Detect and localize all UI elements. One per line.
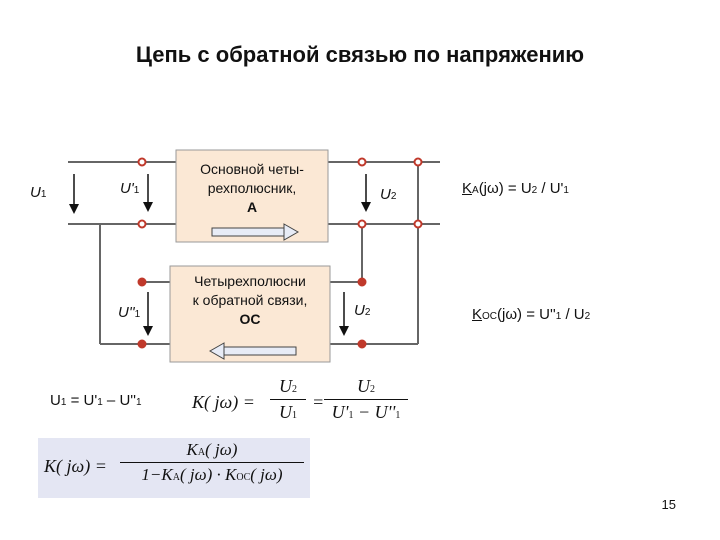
node-main-out-top [357,157,367,167]
label-u1: U1 [30,184,47,201]
slide-title: Цепь с обратной связью по напряжению [135,42,585,67]
node-main-in-bottom [137,219,147,229]
fb-arrow-body [223,346,297,356]
formula-voltage-balance: U1 = U'1 – U''1 [50,392,142,409]
formula-box-bg [38,438,310,498]
fraction-u2-over-difference: U2 U'1 − U''1 [324,376,408,423]
fraction-u2-over-u1: U2 U1 [270,376,306,423]
boxed-formula-lhs: K( jω) = [44,456,107,476]
formula-ka: KA(jω) = U2 / U'1 [462,180,569,197]
label-u1-prime: U'1 [120,180,140,197]
main-block-box [175,149,329,243]
feedback-block-label: Четырехполюсни к обратной связи, ОС [192,273,308,327]
formula-kjw-equals: = [312,392,325,412]
node-junction-top [413,157,423,167]
u1p-arrow-head [143,202,153,212]
formula-koc: KOC(jω) = U''1 / U2 [472,306,591,323]
node-main-out-bottom [357,219,367,229]
boxed-formula-fraction: KA( jω) 1−KA( jω) · KOC( jω) [120,440,304,485]
fb-arrow-head [208,342,225,360]
label-u2-bottom: U2 [354,302,371,319]
node-fb-out-top [357,277,367,287]
node-main-in-top [137,157,147,167]
label-u2-top: U2 [380,186,397,203]
u2-bottom-arrow-head [339,326,349,336]
main-block-label: Основной четы- рехполюсник, А [200,161,304,215]
page-number: 15 [661,497,676,512]
u1-arrow-head [69,204,79,214]
u2-top-arrow-head [361,202,371,212]
node-fb-in-bottom [137,339,147,349]
node-fb-in-top [137,277,147,287]
node-junction-bottom [413,219,423,229]
label-u1-double-prime: U''1 [118,304,141,321]
feedback-block-box [169,265,331,363]
node-fb-out-bottom [357,339,367,349]
main-arrow-head [283,223,300,241]
u1pp-arrow-head [143,326,153,336]
main-arrow-body [211,227,285,237]
formula-kjw-lhs: K( jω) = [192,392,255,412]
